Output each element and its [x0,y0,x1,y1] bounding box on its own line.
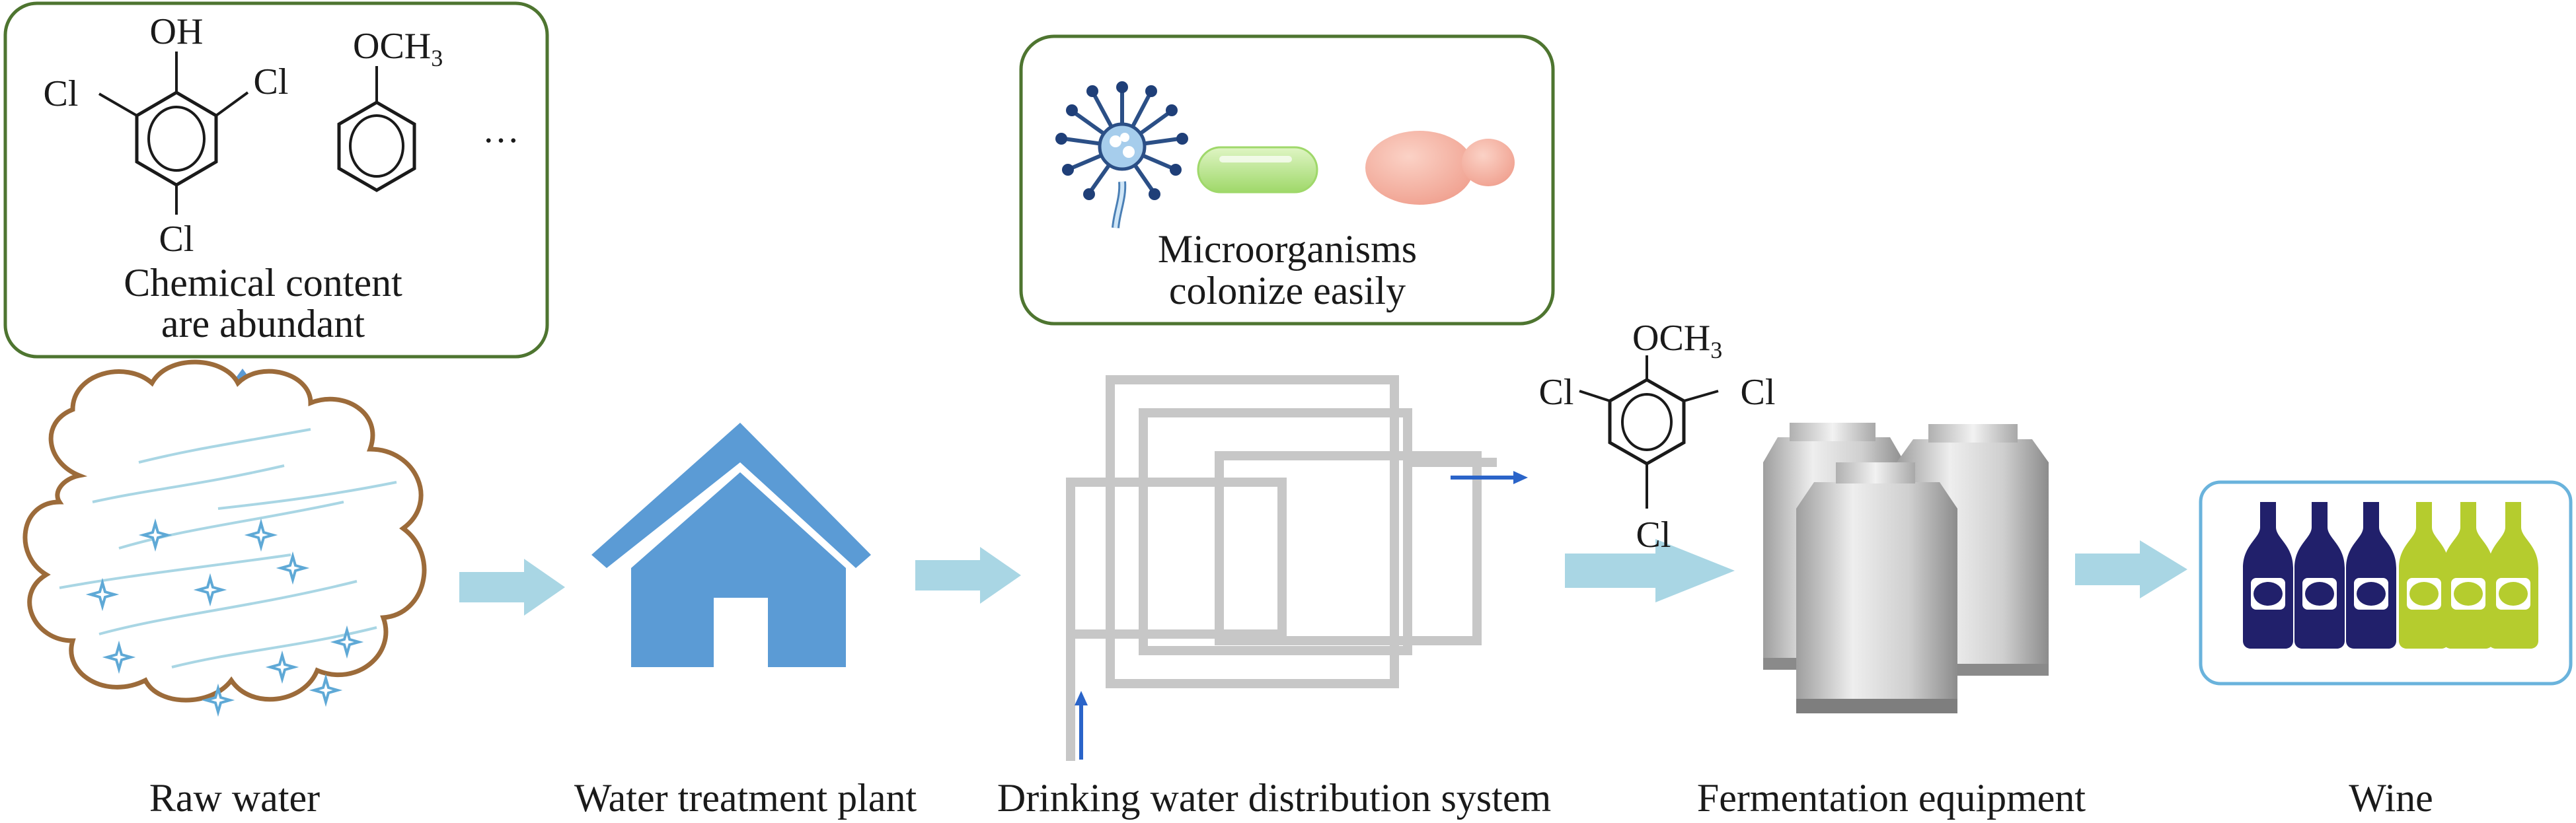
stage-label-treatment-plant: Water treatment plant [574,776,917,820]
tank-front [1796,462,1957,713]
tca-chlorine-left-label: Cl [1539,372,1574,413]
stage-label-wine: Wine [2349,776,2433,820]
anisole-molecule: OCH3 [337,26,443,192]
flow-arrow-in [1075,691,1088,760]
hydroxyl-label: OH [150,11,204,52]
tca-chlorine-bottom-label: Cl [1636,515,1671,555]
tca-chlorine-right-label: Cl [1741,372,1776,413]
tca-methoxy-label: OCH3 [1632,318,1722,363]
chlorine-right-label: Cl [254,61,289,102]
stage-label-distribution-system: Drinking water distribution system [997,776,1551,820]
pipe-network-icon [1066,375,1497,761]
bacteria-rod-icon [1197,146,1318,194]
chemical-content-box: OH Cl Cl Cl OCH3 … Chemical content are … [3,1,549,359]
wine-bottles-icon [2199,480,2573,686]
house-icon [591,423,871,667]
trichlorophenol-molecule: OH Cl Cl Cl [44,11,289,260]
fermentation-tank-icon [1763,423,2049,713]
process-arrow-4 [2075,540,2187,598]
methoxy-label: OCH3 [353,26,443,71]
fungus-icon [1055,81,1188,229]
microorganisms-box: Microorganisms colonize easily [1019,34,1555,326]
stage-label-raw-water: Raw water [149,776,320,820]
microbe-box-text-line2: colonize easily [1169,269,1406,312]
light-bottles [2399,502,2538,649]
stage-label-fermentation: Fermentation equipment [1697,776,2086,820]
process-arrow-1 [459,559,565,616]
yeast-icon [1365,131,1515,205]
ellipsis-text: … [482,110,519,151]
chlorine-bottom-label: Cl [159,219,194,260]
microbe-box-text-line1: Microorganisms [1158,227,1417,271]
dark-bottles [2243,502,2396,649]
chemical-box-text-line2: are abundant [161,302,365,345]
trichloroanisole-molecule: OCH3 Cl Cl Cl [1539,318,1776,555]
flow-arrow-out [1451,471,1528,484]
chlorine-left-label: Cl [44,73,79,114]
process-arrow-3 [1565,539,1735,602]
chemical-box-text-line1: Chemical content [124,261,402,304]
process-arrow-2 [915,547,1021,604]
raw-water-cloud-icon [22,359,427,713]
